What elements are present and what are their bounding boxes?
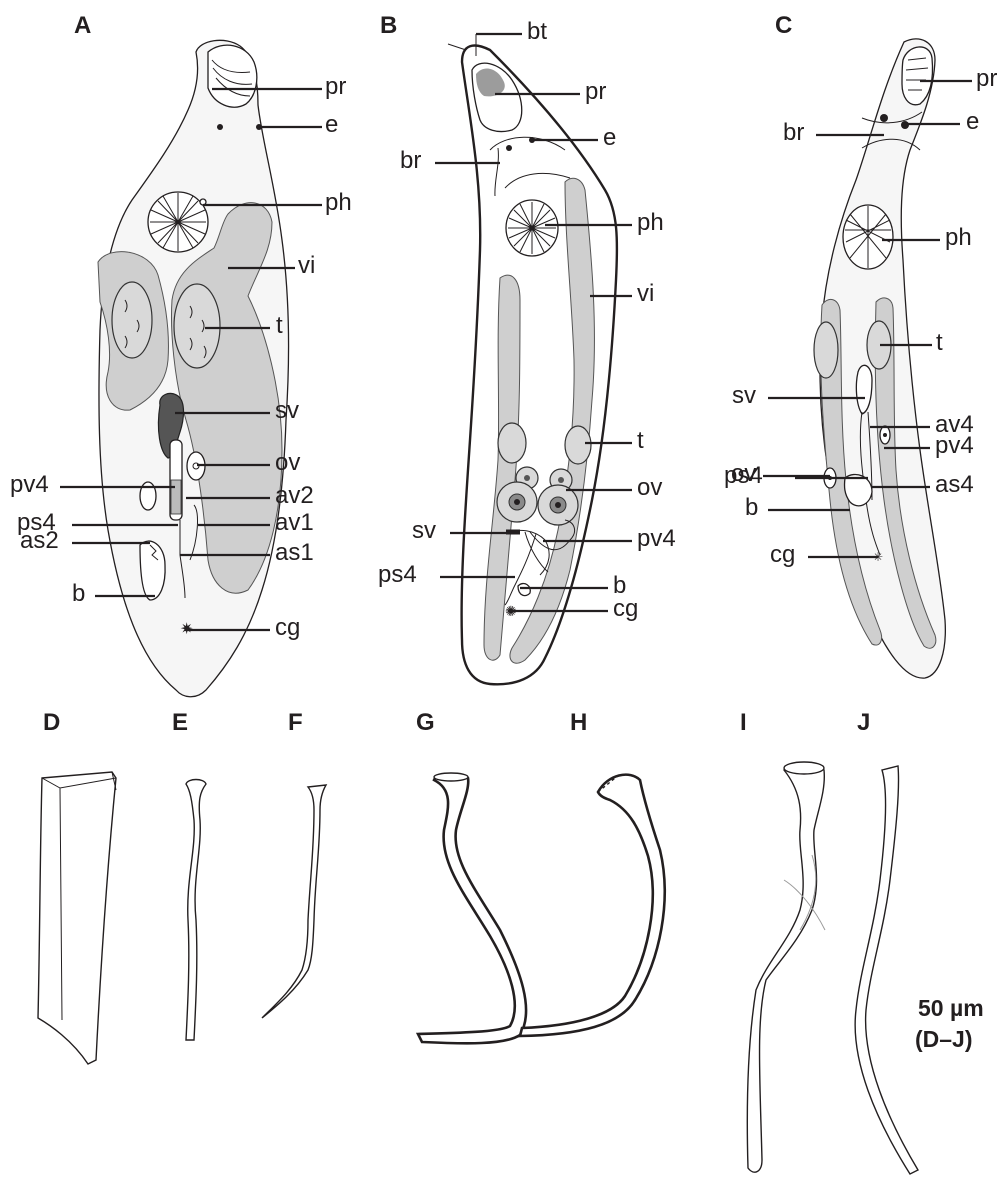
label-a-ov: ov <box>275 449 300 476</box>
label-b-pr: pr <box>585 78 606 105</box>
label-b-pv4: pv4 <box>637 525 676 552</box>
panel-letter-g: G <box>416 709 435 736</box>
label-b-ov: ov <box>637 474 662 501</box>
label-a-t: t <box>276 312 283 339</box>
stylet-d <box>38 772 116 1064</box>
testis-c-left <box>814 322 838 378</box>
label-b-bt: bt <box>527 18 547 45</box>
testis-a-left <box>112 282 152 358</box>
specimen-a: ✷ <box>98 40 289 696</box>
label-b-cg: cg <box>613 595 638 622</box>
label-c-br: br <box>783 119 804 146</box>
label-a-as2: as2 <box>20 527 59 554</box>
label-c-as4: as4 <box>935 471 974 498</box>
label-a-as1: as1 <box>275 539 314 566</box>
label-b-sv: sv <box>412 517 436 544</box>
panel-letter-c: C <box>775 12 792 39</box>
proboscis-a <box>208 45 257 107</box>
label-c-pr: pr <box>976 65 997 92</box>
label-a-ph: ph <box>325 189 352 216</box>
label-c-cg: cg <box>770 541 795 568</box>
label-a-sv: sv <box>275 397 299 424</box>
label-c-ps4: ps4 <box>724 462 763 489</box>
scale-bar-panels: (D–J) <box>915 1026 973 1052</box>
eye-a-left <box>217 124 223 130</box>
panel-letter-j: J <box>857 709 870 736</box>
label-b-vi: vi <box>637 280 654 307</box>
panel-letter-f: F <box>288 709 303 736</box>
label-a-pv4: pv4 <box>10 471 49 498</box>
label-b-ph: ph <box>637 209 664 236</box>
eye-c-left <box>880 114 888 122</box>
label-a-cg: cg <box>275 614 300 641</box>
label-b-e: e <box>603 124 616 151</box>
label-a-av2: av2 <box>275 482 314 509</box>
stylet-i <box>747 762 825 1172</box>
panel-letter-a: A <box>74 12 91 39</box>
panel-letter-h: H <box>570 709 587 736</box>
scale-bar-value: 50 µm <box>918 995 984 1021</box>
label-a-vi: vi <box>298 252 315 279</box>
label-c-ph: ph <box>945 224 972 251</box>
stylet-e <box>186 780 206 1041</box>
stylet-f <box>262 785 326 1018</box>
panel-letter-i: I <box>740 709 747 736</box>
label-a-e: e <box>325 111 338 138</box>
stylet-h <box>520 774 665 1036</box>
label-c-b: b <box>745 494 758 521</box>
testis-b-left <box>498 423 526 463</box>
label-a-pr: pr <box>325 73 346 100</box>
label-b-br: br <box>400 147 421 174</box>
panel-letter-b: B <box>380 12 397 39</box>
label-a-b: b <box>72 580 85 607</box>
panel-letter-e: E <box>172 709 188 736</box>
label-c-e: e <box>966 108 979 135</box>
testis-b-right <box>565 426 591 464</box>
eye-b-left <box>506 145 512 151</box>
label-b-t: t <box>637 427 644 454</box>
stylet-j <box>855 766 918 1174</box>
label-a-av1: av1 <box>275 509 314 536</box>
label-c-t: t <box>936 329 943 356</box>
stylet-g <box>418 773 526 1043</box>
bursa-a <box>140 541 165 600</box>
label-c-pv4: pv4 <box>935 432 974 459</box>
panel-letter-d: D <box>43 709 60 736</box>
label-b-ps4: ps4 <box>378 561 417 588</box>
testis-a-right <box>174 284 220 368</box>
label-c-sv: sv <box>732 382 756 409</box>
